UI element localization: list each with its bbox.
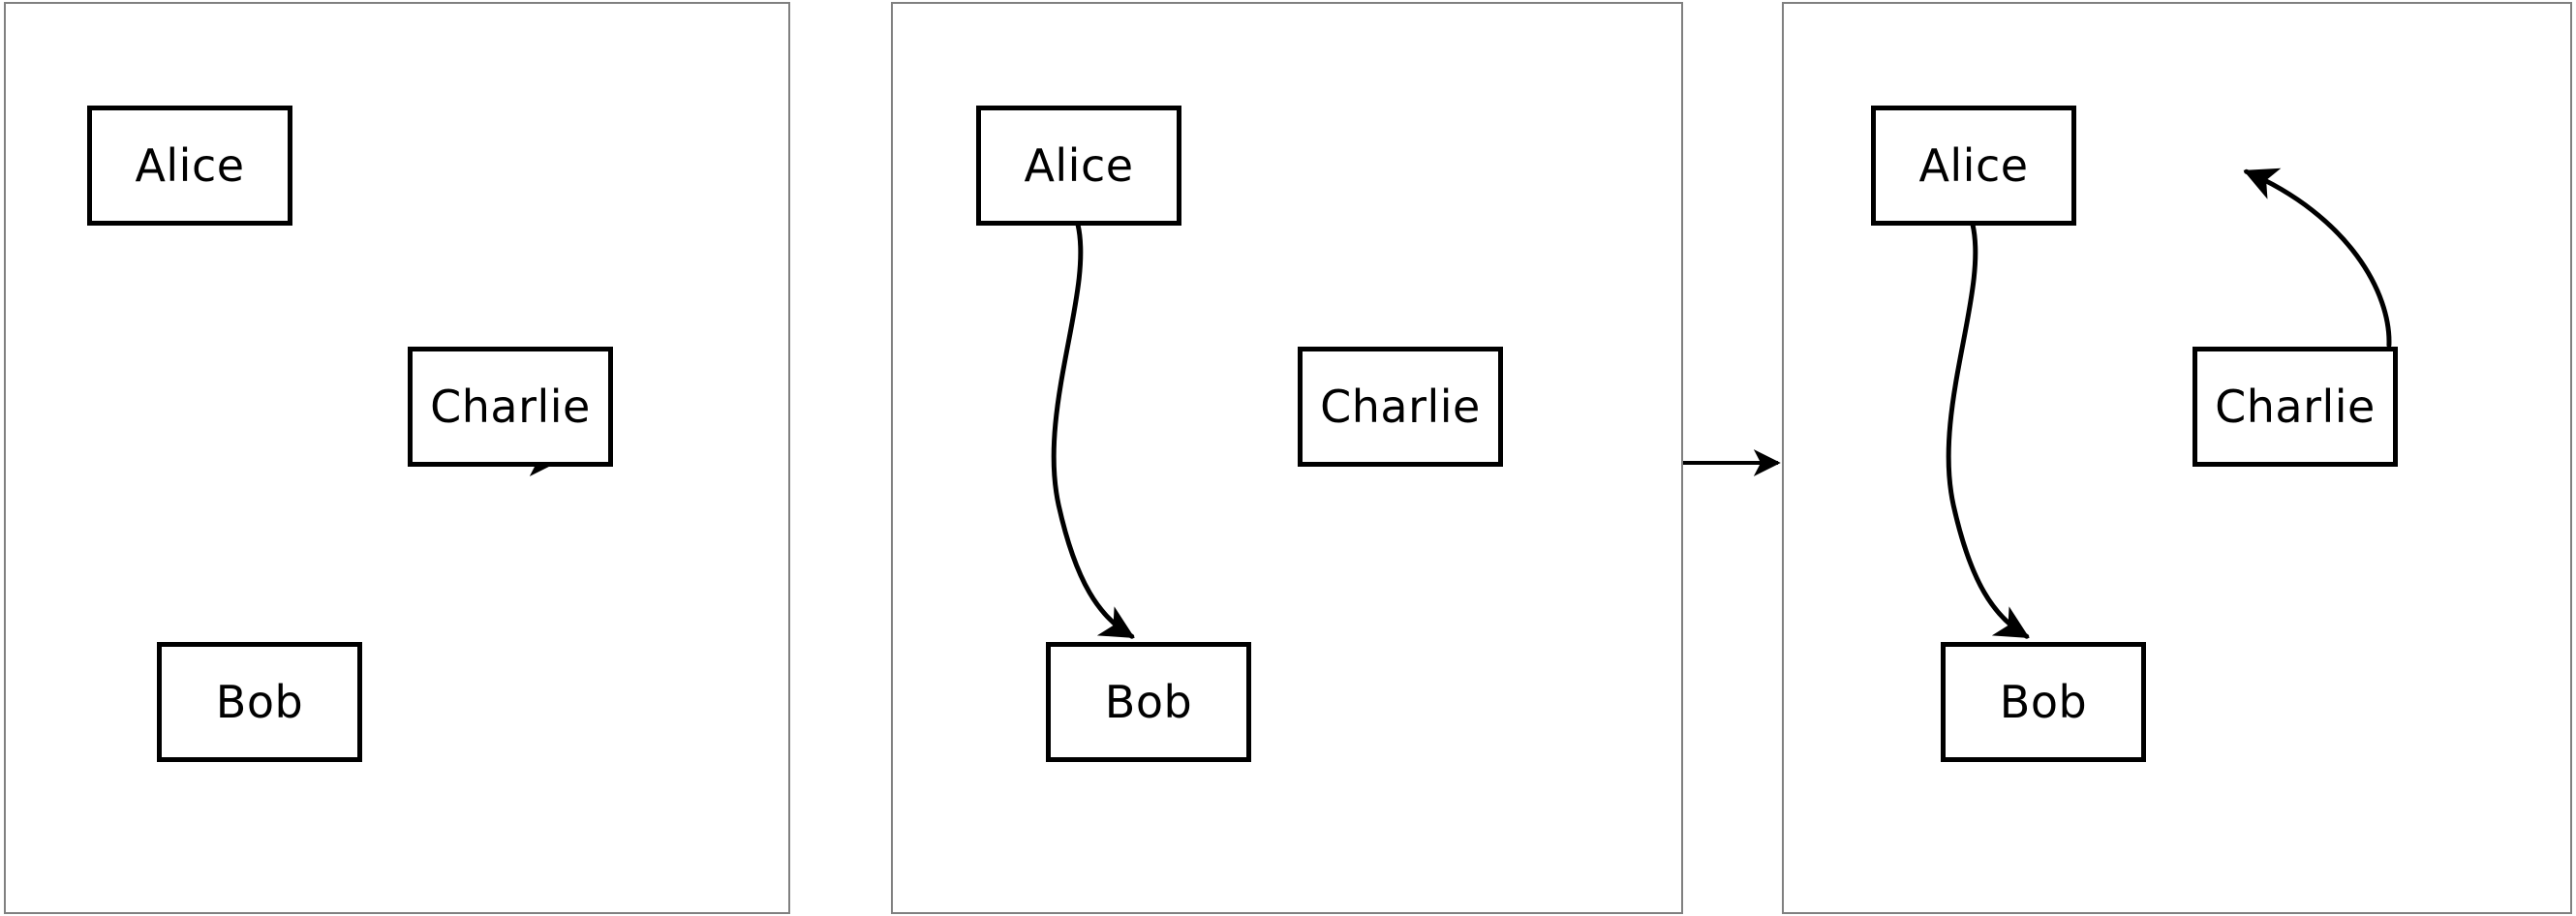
node-label-alice: Alice <box>135 139 245 192</box>
node-label-alice: Alice <box>1918 139 2029 192</box>
connector-2-3-arrow <box>1683 447 1784 478</box>
node-label-alice: Alice <box>1024 139 1134 192</box>
edge-alice-to-bob[interactable] <box>1051 222 1135 639</box>
node-label-bob: Bob <box>1104 676 1193 728</box>
node-label-bob: Bob <box>1999 676 2088 728</box>
edge-alice-to-bob[interactable] <box>1946 222 2030 639</box>
node-alice[interactable]: Alice <box>976 106 1181 226</box>
node-label-charlie: Charlie <box>2215 381 2376 433</box>
node-charlie[interactable]: Charlie <box>1298 347 1503 467</box>
edge-charlie-to-alice[interactable] <box>2243 168 2392 348</box>
node-alice[interactable]: Alice <box>1871 106 2076 226</box>
node-charlie[interactable]: Charlie <box>2193 347 2398 467</box>
node-label-charlie: Charlie <box>1320 381 1481 433</box>
node-bob[interactable]: Bob <box>157 642 362 762</box>
node-charlie[interactable]: Charlie <box>408 347 613 467</box>
edge-layer-panel-2 <box>1051 222 1135 639</box>
node-label-bob: Bob <box>215 676 304 728</box>
node-label-charlie: Charlie <box>430 381 591 433</box>
node-alice[interactable]: Alice <box>87 106 292 226</box>
edge-layer-panel-3 <box>1946 168 2392 639</box>
node-bob[interactable]: Bob <box>1941 642 2146 762</box>
node-bob[interactable]: Bob <box>1046 642 1251 762</box>
